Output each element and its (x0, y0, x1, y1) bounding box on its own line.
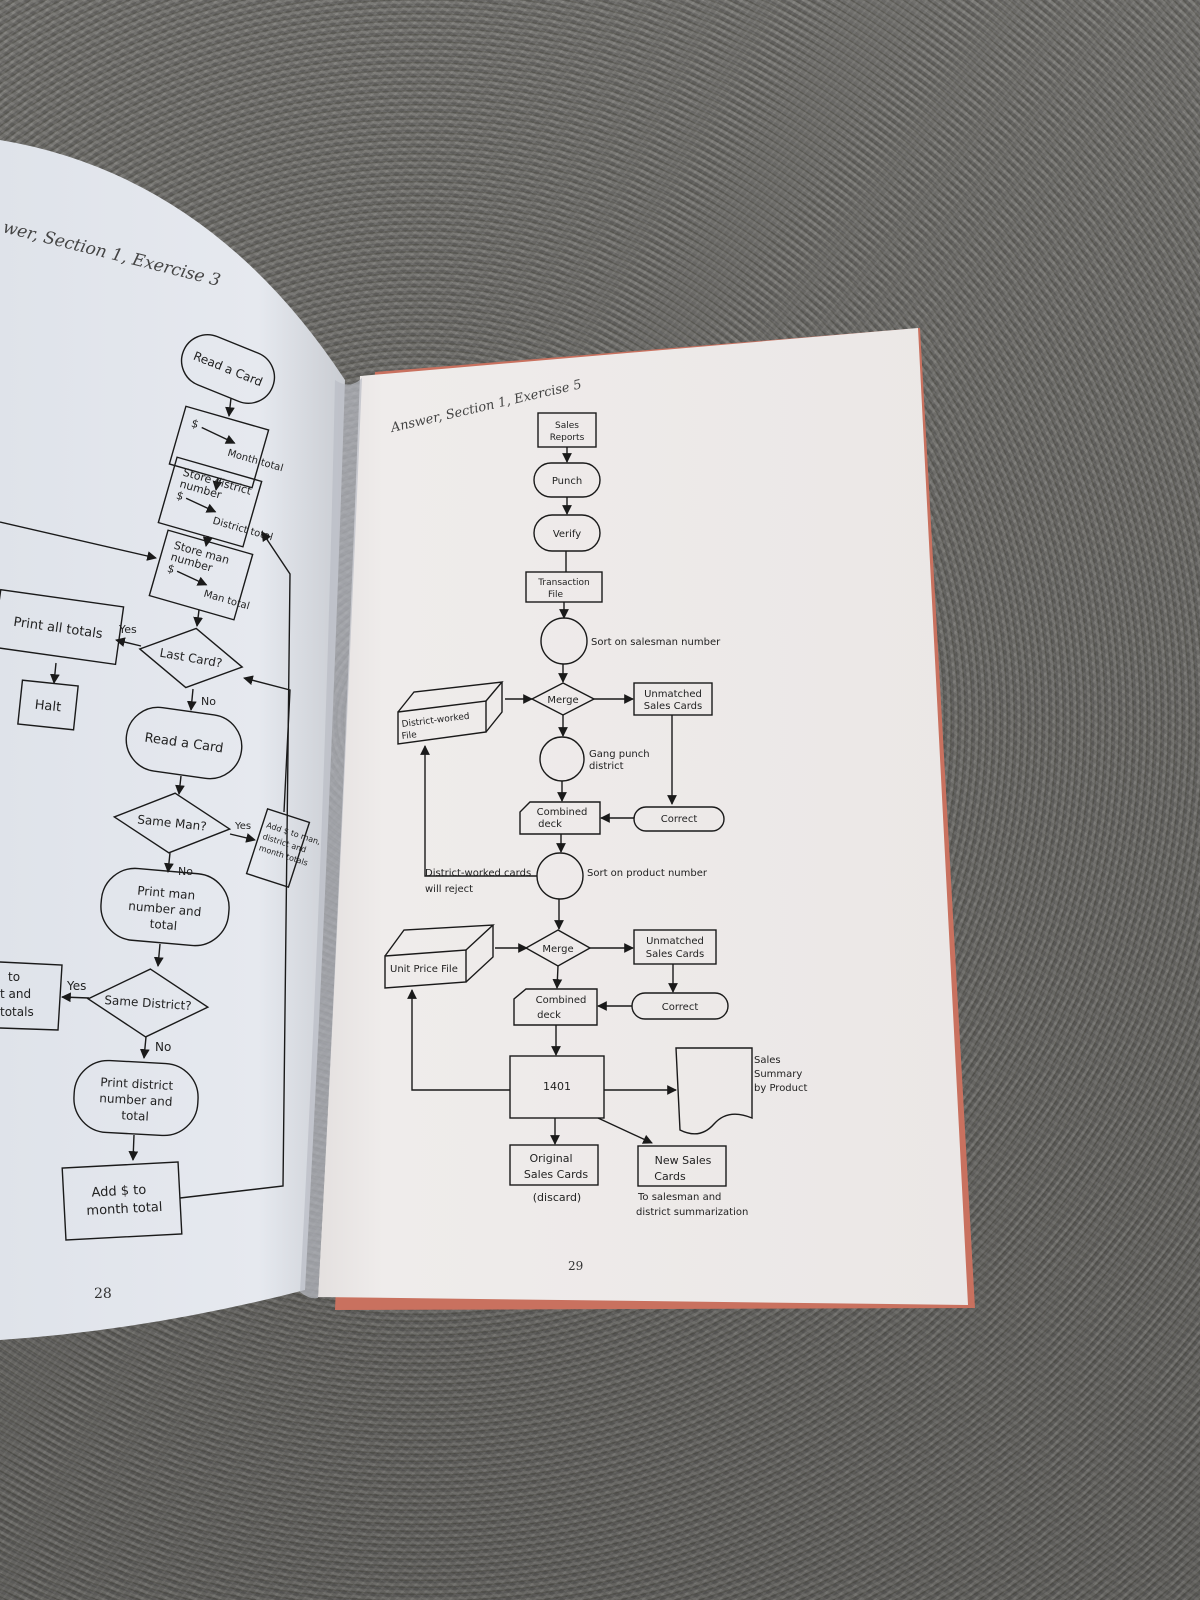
right-unmatched-2: Unmatched Sales Cards (633, 929, 717, 965)
right-computer-1401: 1401 (509, 1055, 605, 1119)
svg-text:totals: totals (0, 1005, 34, 1019)
svg-text:Gang punch: Gang punch (589, 749, 650, 760)
left-last-card-yes: Yes (118, 623, 137, 636)
svg-text:File: File (401, 730, 418, 742)
svg-text:To salesman and: To salesman and (637, 1192, 721, 1203)
left-same-man-no: No (178, 865, 193, 878)
svg-text:$: $ (166, 562, 176, 576)
right-sales-summary-document: Sales Summary by Product (675, 1047, 807, 1135)
svg-text:Sales Cards: Sales Cards (644, 701, 702, 712)
svg-text:t and: t and (0, 987, 31, 1001)
right-unit-price-file: Unit Price File (384, 924, 495, 989)
svg-text:total: total (149, 917, 178, 933)
svg-text:Merge: Merge (542, 944, 573, 955)
right-sort-salesman: Sort on salesman number (540, 617, 721, 665)
svg-text:deck: deck (538, 819, 562, 830)
left-print-man-box: Print man number and total (100, 867, 230, 947)
svg-text:Correct: Correct (662, 1002, 699, 1013)
svg-text:Verify: Verify (553, 529, 581, 540)
svg-text:by Product: by Product (754, 1083, 807, 1094)
left-page (0, 140, 345, 1340)
svg-text:$: $ (175, 489, 185, 503)
svg-text:$: $ (190, 417, 200, 431)
left-same-district-yes: Yes (66, 979, 86, 993)
right-verify: Verify (533, 514, 601, 552)
svg-text:(discard): (discard) (533, 1191, 581, 1204)
svg-text:Unit Price File: Unit Price File (390, 964, 458, 975)
svg-text:Add $ to: Add $ to (91, 1183, 147, 1201)
svg-text:Cards: Cards (654, 1170, 686, 1183)
left-same-district-no: No (155, 1040, 171, 1054)
left-halt: Halt (17, 679, 79, 731)
svg-text:to: to (8, 970, 20, 984)
svg-text:Sort on product number: Sort on product number (587, 868, 708, 879)
right-correct-1: Correct (633, 806, 725, 832)
svg-text:district summarization: district summarization (636, 1207, 748, 1218)
right-new-sales-cards: New Sales Cards To salesman and district… (636, 1145, 748, 1218)
svg-text:number and: number and (99, 1091, 173, 1109)
svg-text:number and: number and (128, 899, 202, 919)
svg-text:Print man: Print man (137, 884, 196, 903)
left-cutoff-box: to t and totals (0, 961, 63, 1031)
left-same-man-yes: Yes (234, 821, 251, 832)
svg-text:Sort on salesman number: Sort on salesman number (591, 637, 721, 648)
svg-text:Unmatched: Unmatched (646, 936, 704, 947)
svg-text:Original: Original (529, 1152, 572, 1165)
right-correct-2: Correct (631, 992, 729, 1020)
svg-text:Unmatched: Unmatched (644, 689, 702, 700)
right-page (318, 328, 968, 1305)
svg-text:Punch: Punch (552, 476, 582, 487)
left-same-district-decision: Same District? (86, 968, 210, 1038)
left-print-district-box: Print district number and total (73, 1059, 199, 1137)
left-add-month-box: Add $ to month total (61, 1161, 183, 1241)
svg-text:Transaction: Transaction (537, 578, 590, 588)
svg-text:Summary: Summary (754, 1069, 802, 1080)
svg-text:deck: deck (537, 1010, 561, 1021)
svg-text:Sales Cards: Sales Cards (646, 949, 704, 960)
svg-text:Combined: Combined (537, 807, 588, 818)
right-reject-note-2: will reject (425, 884, 473, 895)
svg-text:Reports: Reports (550, 433, 585, 443)
svg-text:File: File (548, 590, 564, 600)
right-unmatched-1: Unmatched Sales Cards (633, 682, 713, 716)
svg-text:total: total (121, 1108, 149, 1123)
svg-text:New Sales: New Sales (655, 1154, 712, 1167)
svg-text:month total: month total (86, 1200, 163, 1219)
svg-text:1401: 1401 (543, 1080, 571, 1093)
svg-text:Same District?: Same District? (104, 993, 192, 1013)
svg-text:Print district: Print district (100, 1075, 174, 1093)
svg-text:Sales: Sales (555, 421, 579, 431)
left-page-number: 28 (94, 1286, 112, 1302)
svg-text:Combined: Combined (536, 995, 587, 1006)
right-original-sales-cards: Original Sales Cards (discard) (509, 1144, 599, 1204)
svg-text:Sales Cards: Sales Cards (524, 1168, 589, 1181)
svg-text:district: district (589, 761, 624, 772)
left-last-card-no: No (201, 695, 216, 708)
svg-text:Merge: Merge (547, 695, 578, 706)
svg-text:Sales: Sales (754, 1055, 781, 1066)
right-combined-deck-1: Combined deck (519, 801, 601, 835)
svg-text:Correct: Correct (661, 814, 698, 825)
right-reject-note-1: District-worked cards (425, 868, 531, 879)
right-page-number: 29 (568, 1259, 583, 1273)
gutter-shadow (300, 378, 362, 1299)
svg-text:Halt: Halt (34, 698, 62, 716)
